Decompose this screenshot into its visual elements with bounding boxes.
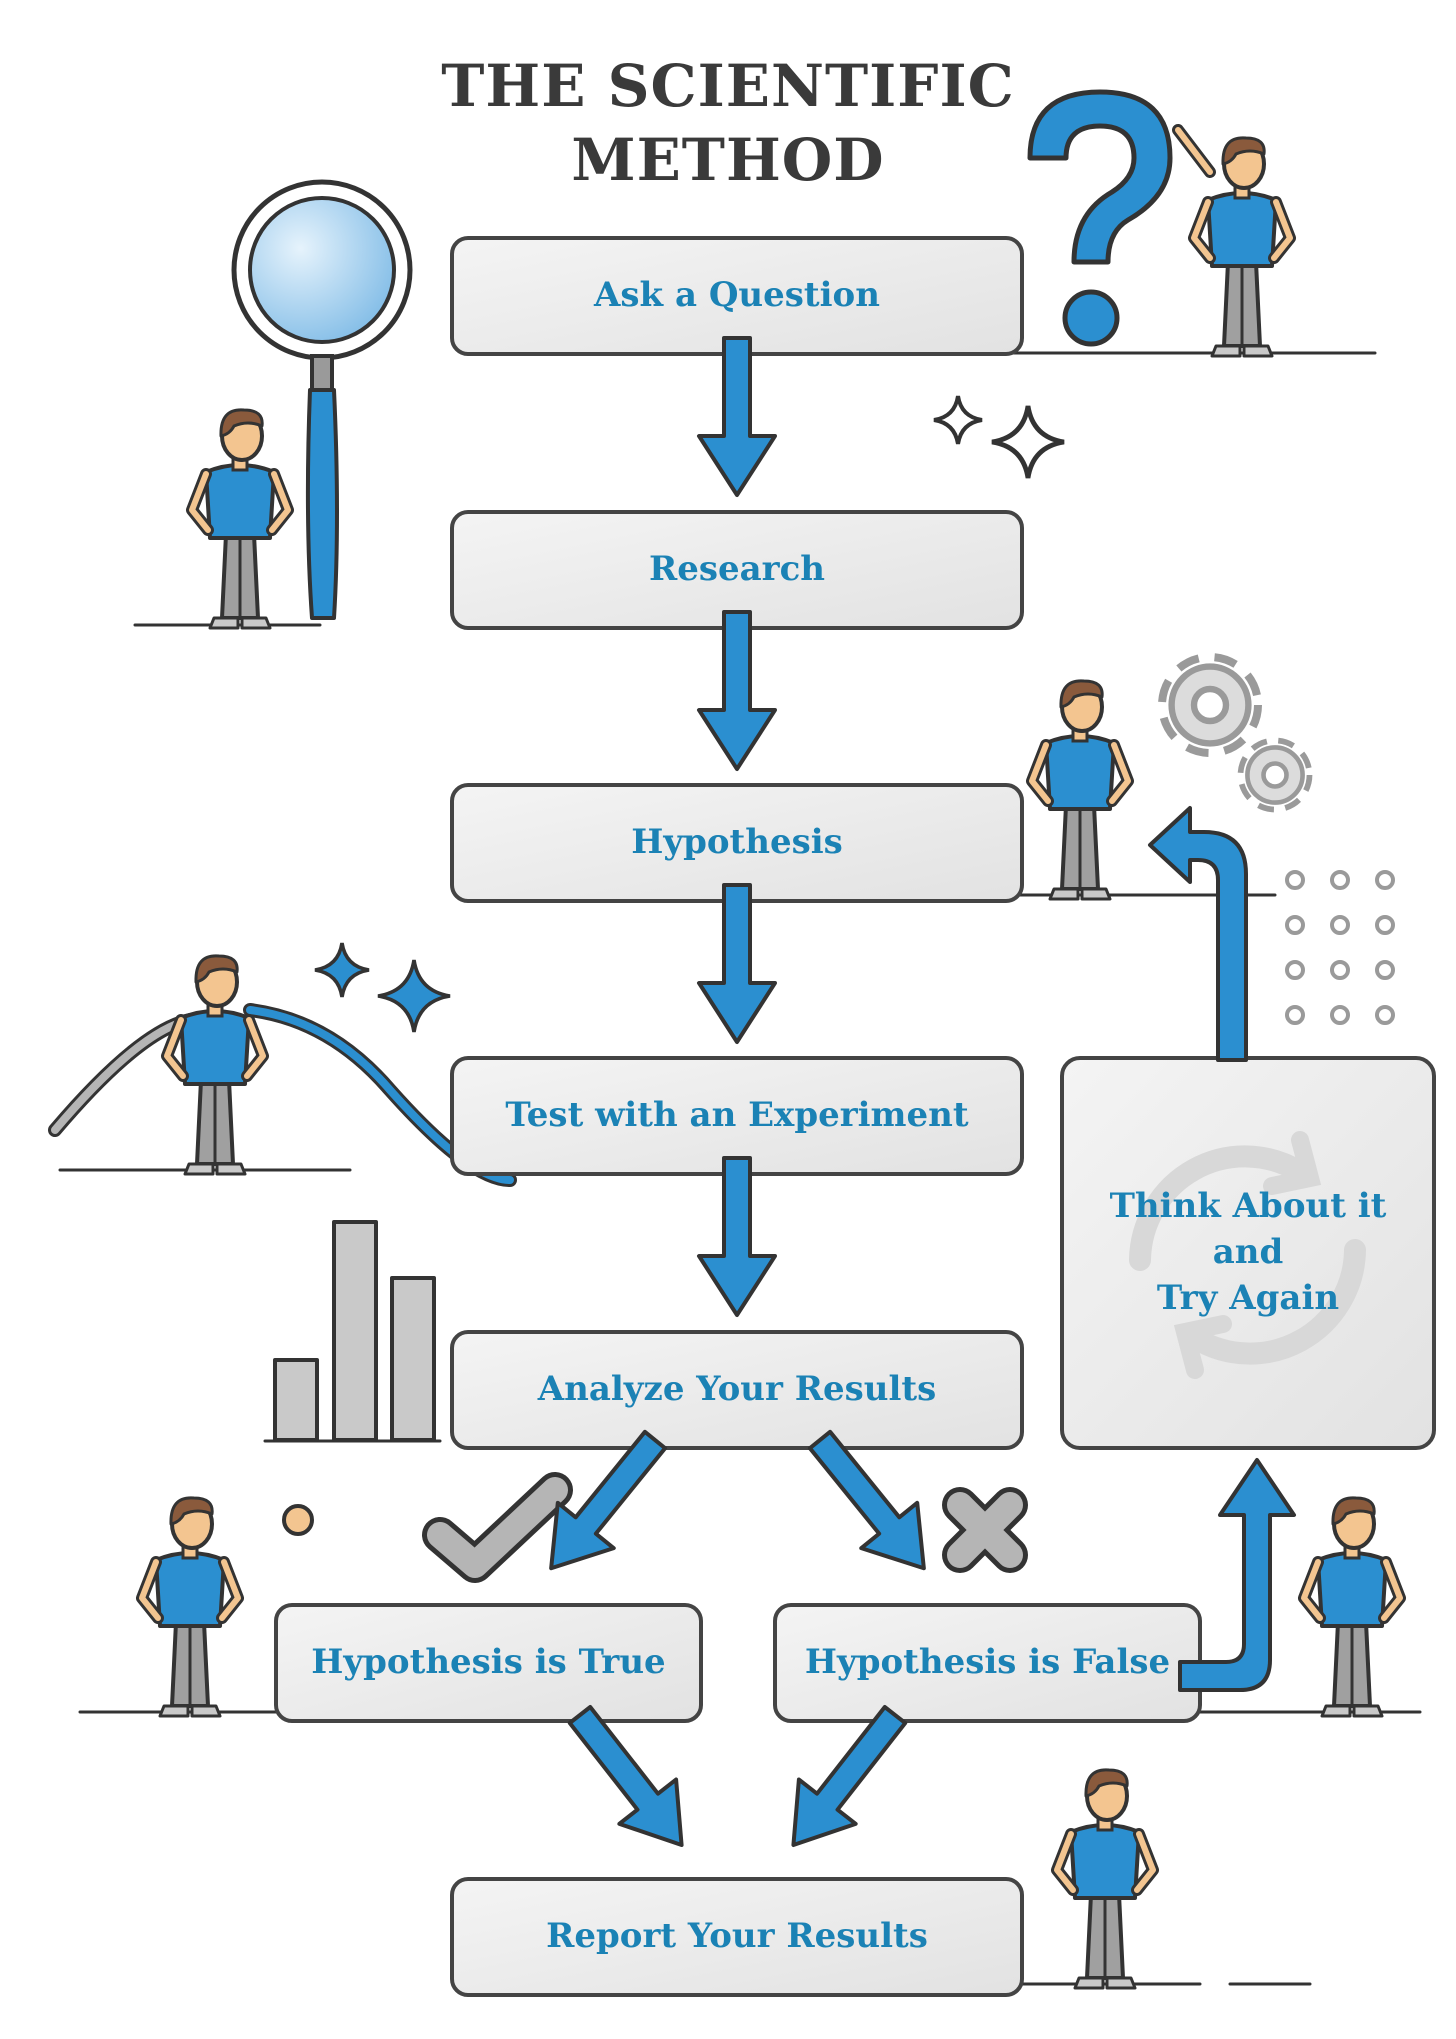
arrow-ask-research [697,336,777,497]
cycle-icon [1129,1131,1366,1379]
person-magnifier [192,410,288,628]
arrow-analyze-false [807,1429,926,1571]
step-test-label: Test with an Experiment [505,1095,969,1136]
arrow-research-hypothesis [697,610,777,771]
magnifying-glass-icon [231,179,413,620]
arrow-analyze-true [549,1429,668,1571]
step-false-label: Hypothesis is False [804,1642,1171,1683]
step-ask-label: Ask a Question [594,275,880,316]
bell-curve [48,1003,517,1187]
arrow-test-analyze [697,1156,777,1317]
step-retry-line-1: Think About it [1109,1186,1387,1227]
step-retry-line-3: Try Again [1156,1277,1340,1318]
step-true-label: Hypothesis is True [311,1642,666,1683]
person-thinking [1032,681,1128,899]
step-retry-label: Think About it and Try Again [1062,1058,1434,1448]
cross-icon [942,1487,1028,1573]
bar-chart-icon [273,1220,436,1442]
dot-grid-icon [1285,870,1395,1025]
arrow-true-report [567,1704,684,1848]
arrow-false-retry [1178,1458,1296,1692]
person-retry [1304,1498,1400,1716]
arrow-false-report [791,1704,908,1848]
arrow-retry-hypothesis-shape [1148,806,1248,1062]
person-ask-question [1172,124,1290,356]
person-thumbs-up [142,1498,314,1716]
box-true [274,1603,703,1723]
box-report [450,1877,1024,1997]
step-research-label: Research [648,549,826,590]
person-report [1057,1770,1153,1988]
step-hypothesis-label: Hypothesis [631,822,843,863]
box-analyze [450,1330,1024,1450]
person-experiment [167,956,263,1174]
step-analyze-label: Analyze Your Results [537,1369,937,1410]
step-report-label: Report Your Results [546,1916,928,1957]
title-line-2: METHOD [571,126,885,194]
arrow-hypothesis-test [697,883,777,1044]
step-boxes [274,236,1436,1997]
gears-icon [1162,657,1310,810]
checkmark-icon [422,1472,573,1583]
title-line-1: THE SCIENTIFIC [441,52,1015,120]
step-retry-line-2: and [1212,1232,1284,1273]
sparkle-icon [313,396,1064,1034]
flow-arrows [549,336,1296,1848]
question-mark-icon [1027,89,1173,347]
